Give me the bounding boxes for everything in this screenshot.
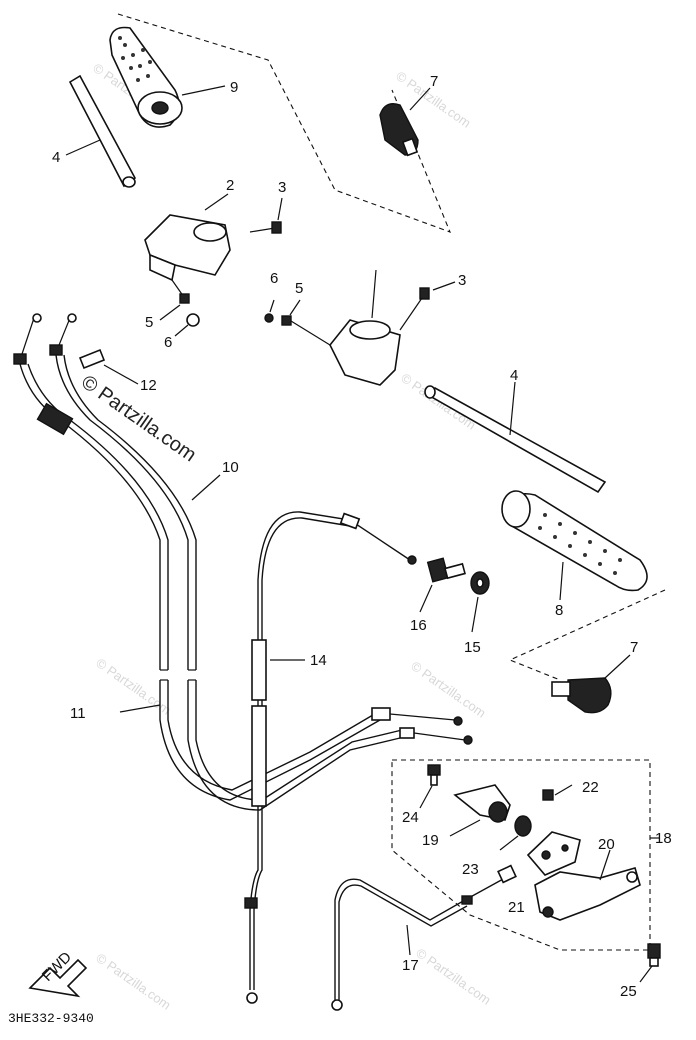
part-3-screw-top: [249, 197, 283, 234]
part-10-11-throttle-cables: [19, 354, 473, 811]
callout-8: 8: [555, 602, 563, 619]
watermark-dark: © Partzilla.com: [77, 371, 200, 466]
part-3-screw-right: [399, 281, 456, 331]
part-5-screw-left: [159, 279, 190, 321]
callout-19: 19: [422, 832, 439, 849]
diagram-code: 3HE332-9340: [8, 1011, 94, 1026]
part-4-tube-left: [65, 74, 137, 188]
callout-22: 22: [582, 779, 599, 796]
watermark: © Partzilla.com: [93, 950, 173, 1013]
callout-11: 11: [70, 705, 86, 722]
fwd-arrow-icon: FWD: [28, 949, 88, 998]
part-7-bar-end-bottom: [551, 654, 631, 714]
part-5-screw-right: [281, 299, 331, 346]
callout-18: 18: [655, 830, 672, 847]
part-12-cable-holder: [13, 313, 139, 385]
callout-3a: 3: [278, 179, 286, 196]
callout-4a: 4: [52, 149, 60, 166]
part-8-grip-right: [501, 490, 648, 601]
part-4-tube-right: [424, 381, 607, 494]
part-throttle-housing: [329, 269, 401, 386]
part-23-washer: [499, 815, 532, 851]
callout-25: 25: [620, 983, 637, 1000]
callout-4b: 4: [510, 367, 518, 384]
part-7-bar-end-top: [379, 87, 431, 157]
part-15-locknut: [470, 571, 490, 633]
callout-5a: 5: [145, 314, 153, 331]
callout-6b: 6: [270, 270, 278, 287]
callout-7b: 7: [630, 639, 638, 656]
callout-14: 14: [310, 652, 327, 669]
callout-3b: 3: [458, 272, 466, 289]
watermark: © Partzilla.com: [408, 658, 488, 721]
watermark: © Partzilla.com: [413, 945, 493, 1008]
callout-2: 2: [226, 177, 234, 194]
callout-17: 17: [402, 957, 419, 974]
part-6-nut-left: [174, 313, 200, 337]
part-22-screw: [542, 784, 573, 801]
part-2-switch-housing-left: [144, 193, 231, 282]
watermark-layer: © Partzilla.com © Partzilla.com © Partzi…: [90, 60, 493, 1013]
callout-7a: 7: [430, 73, 438, 90]
watermark: © Partzilla.com: [93, 655, 173, 718]
callout-16: 16: [410, 617, 427, 634]
callout-9: 9: [230, 79, 238, 96]
part-19-lever: [449, 784, 511, 837]
callout-20: 20: [598, 836, 615, 853]
part-14-cable: [244, 511, 417, 1004]
callout-5b: 5: [295, 280, 303, 297]
part-25-bolt: [639, 943, 661, 983]
callout-6a: 6: [164, 334, 172, 351]
part-16-adjuster: [419, 557, 466, 613]
callout-24: 24: [402, 809, 419, 826]
callout-10: 10: [222, 459, 239, 476]
part-24-bolt: [419, 764, 441, 809]
callout-23: 23: [462, 861, 479, 878]
part-9-throttle-grip: [109, 26, 226, 128]
dashed-group-line: [508, 589, 666, 681]
callout-12: 12: [140, 377, 157, 394]
callout-21: 21: [508, 899, 525, 916]
part-20-bracket: [534, 849, 641, 921]
part-17-cable: [331, 864, 517, 1011]
part-6-nut-right: [264, 299, 275, 323]
callout-15: 15: [464, 639, 481, 656]
part-21-cam: [526, 831, 581, 876]
